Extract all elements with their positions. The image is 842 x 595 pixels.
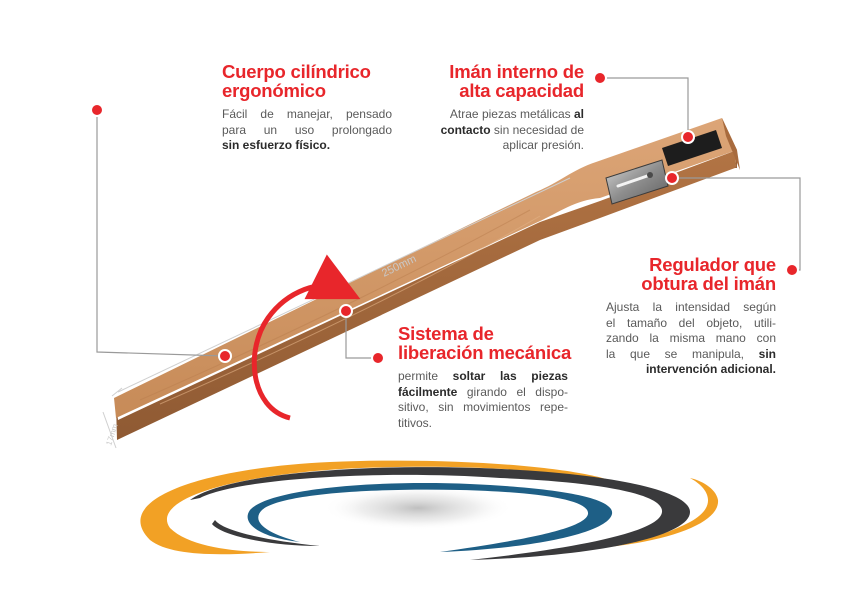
magnet-slot bbox=[662, 130, 722, 166]
callout-text: Ajusta la intensidad según el tamaño del… bbox=[606, 300, 776, 376]
callout-body-shape: Cuerpo cilíndrico ergonómico Fácil de ma… bbox=[222, 62, 392, 154]
callout-dots bbox=[90, 71, 799, 365]
wooden-tool bbox=[114, 118, 740, 440]
dot-release bbox=[371, 351, 385, 365]
dark-ring-left bbox=[212, 520, 320, 546]
callout-title: Imán interno de alta capacidad bbox=[449, 61, 584, 101]
callout-title: Sistema de liberación mecánica bbox=[398, 323, 572, 363]
dot-body-anchor bbox=[218, 349, 232, 363]
callout-regulator: Regulador que obtura del imán Ajusta la … bbox=[606, 255, 776, 378]
orange-ring bbox=[140, 460, 620, 555]
callout-release: Sistema de liberación mecánica permite s… bbox=[398, 324, 586, 431]
callout-text: Fácil de manejar, pensado para un uso pr… bbox=[222, 107, 392, 152]
dot-release-anchor bbox=[339, 304, 353, 318]
callout-text: Atrae piezas metálicas al contacto sin n… bbox=[440, 107, 584, 152]
rotation-arrow bbox=[251, 254, 361, 421]
callout-magnet: Imán interno de alta capacidad Atrae pie… bbox=[412, 61, 585, 154]
callout-title: Regulador que obtura del imán bbox=[641, 254, 776, 294]
dot-magnet-anchor bbox=[681, 130, 695, 144]
dot-regulator-anchor bbox=[665, 171, 679, 185]
dot-regulator bbox=[785, 263, 799, 277]
swirl-rings bbox=[140, 460, 719, 560]
orange-ring-right bbox=[600, 478, 719, 548]
floor-shadow bbox=[323, 486, 513, 530]
dot-body bbox=[90, 103, 104, 117]
callout-text: permite soltar las piezas fácilmente gir… bbox=[398, 369, 568, 430]
magnet-plate bbox=[605, 159, 669, 205]
dot-magnet bbox=[593, 71, 607, 85]
callout-title: Cuerpo cilíndrico ergonómico bbox=[222, 61, 371, 101]
